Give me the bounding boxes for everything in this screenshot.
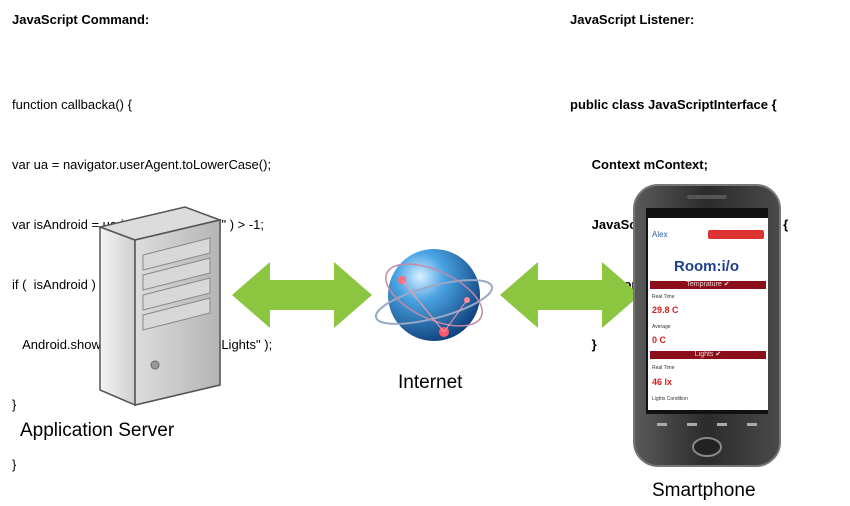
- internet-label: Internet: [398, 372, 463, 393]
- right-double-arrow: [500, 262, 640, 328]
- temperature-value: 29.8 C: [652, 305, 679, 315]
- lights-section-header: Lights ✔: [650, 351, 766, 359]
- real-time-label: Real Time: [652, 294, 675, 300]
- lux-value: 46 lx: [652, 377, 673, 387]
- phone-screen: Alex Room:i/o Temprature ✔ Real Time 29.…: [648, 210, 768, 410]
- lights-condition-label: Lights Condition: [652, 396, 688, 402]
- code-line: }: [12, 457, 17, 472]
- code-line: var ua = navigator.userAgent.toLowerCase…: [12, 157, 272, 172]
- application-server-label: Application Server: [20, 420, 175, 441]
- temperature-section-header: Temprature ✔: [650, 281, 766, 289]
- code-line: function callbacka() {: [12, 97, 132, 112]
- status-bar: [648, 210, 768, 218]
- app-brand: Room:i/o: [674, 258, 739, 275]
- user-name: Alex: [652, 230, 668, 239]
- javascript-command-heading: JavaScript Command:: [12, 12, 150, 27]
- power-button[interactable]: [708, 230, 764, 239]
- javascript-listener-heading: JavaScript Listener:: [570, 12, 695, 27]
- code-line: }: [12, 397, 17, 412]
- code-line: public class JavaScriptInterface {: [570, 97, 777, 112]
- code-line: }: [570, 337, 597, 352]
- real-time-label: Real Time: [652, 365, 675, 371]
- code-line: Context mContext;: [570, 157, 708, 172]
- left-double-arrow: [232, 262, 372, 328]
- average-label: Average: [652, 324, 671, 330]
- internet-globe-icon: [374, 249, 494, 341]
- smartphone-label: Smartphone: [652, 480, 756, 501]
- average-value: 0 C: [652, 335, 667, 345]
- server-icon: [97, 206, 223, 407]
